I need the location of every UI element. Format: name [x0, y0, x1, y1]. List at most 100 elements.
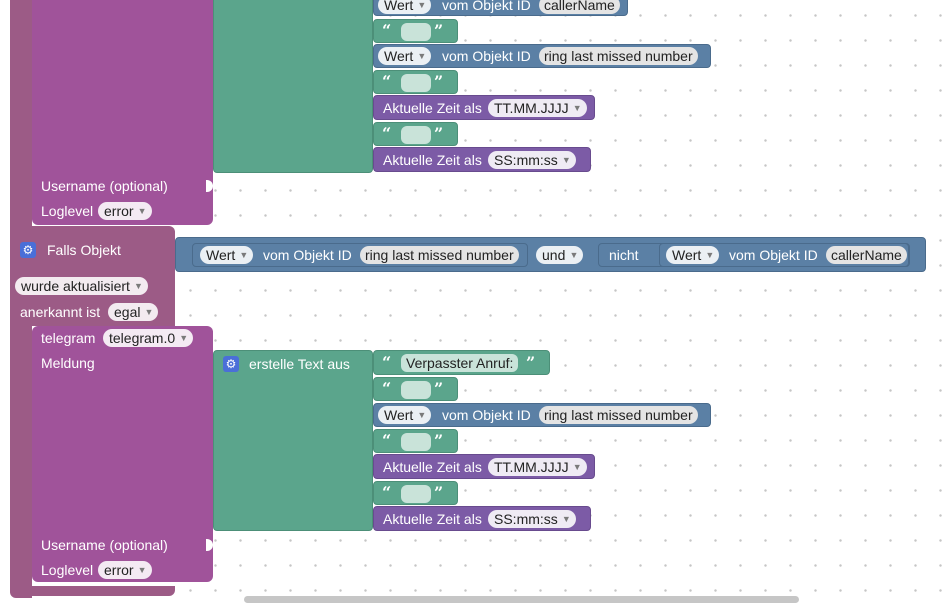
current-time-label: Aktuelle Zeit als	[383, 511, 482, 527]
dropdown-arrow-icon: ▼	[417, 0, 427, 10]
value-block[interactable]: Wert▼ vom Objekt ID callerName	[373, 0, 628, 16]
create-text-block-top[interactable]	[213, 0, 373, 173]
dropdown-arrow-icon: ▼	[561, 514, 571, 524]
value-mode-dropdown[interactable]: Wert▼	[666, 246, 720, 264]
quote-open-icon: “	[382, 483, 392, 502]
username-label: Username (optional)	[41, 537, 168, 553]
ack-label: anerkannt ist	[20, 304, 101, 320]
object-id-field[interactable]: ring last missed number	[539, 406, 698, 424]
string-field[interactable]	[401, 485, 431, 503]
string-field[interactable]	[401, 74, 431, 92]
quote-close-icon: ”	[434, 21, 444, 40]
object-id-label: vom Objekt ID	[442, 48, 531, 64]
object-id-label: vom Objekt ID	[729, 247, 818, 263]
dropdown-arrow-icon: ▼	[179, 333, 189, 343]
string-block[interactable]: “ ”	[373, 377, 458, 401]
string-block[interactable]: “ ”	[373, 70, 458, 94]
quote-open-icon: “	[382, 72, 392, 91]
current-time-block[interactable]: Aktuelle Zeit als SS:mm:ss▼	[373, 147, 591, 172]
telegram-block-top[interactable]: Username (optional) Loglevel error▼	[32, 0, 213, 225]
dropdown-arrow-icon: ▼	[569, 250, 579, 260]
value-block[interactable]: Wert▼ vom Objekt ID ring last missed num…	[373, 403, 711, 427]
dropdown-arrow-icon: ▼	[561, 155, 571, 165]
dropdown-arrow-icon: ▼	[144, 307, 154, 317]
quote-open-icon: “	[382, 124, 392, 143]
message-label: Meldung	[41, 355, 95, 371]
condition-left-value-block[interactable]: Wert▼ vom Objekt ID ring last missed num…	[192, 243, 528, 267]
quote-open-icon: “	[382, 21, 392, 40]
string-block[interactable]: “ ”	[373, 122, 458, 146]
string-block[interactable]: “ ”	[373, 481, 458, 505]
ack-dropdown[interactable]: egal▼	[108, 303, 159, 321]
object-id-field[interactable]: callerName	[826, 246, 907, 264]
current-time-block[interactable]: Aktuelle Zeit als SS:mm:ss▼	[373, 506, 591, 531]
loglevel-label: Loglevel	[41, 203, 94, 219]
event-block-bottom	[10, 586, 175, 596]
gear-icon[interactable]: ⚙	[223, 356, 239, 372]
event-type-dropdown[interactable]: wurde aktualisiert▼	[15, 277, 148, 295]
string-block[interactable]: “ ”	[373, 19, 458, 43]
gear-icon[interactable]: ⚙	[20, 242, 36, 258]
object-id-label: vom Objekt ID	[442, 0, 531, 13]
create-text-label: erstelle Text aus	[249, 356, 350, 372]
username-label: Username (optional)	[41, 178, 168, 194]
time-format-dropdown[interactable]: TT.MM.JJJJ▼	[488, 99, 587, 117]
current-time-block[interactable]: Aktuelle Zeit als TT.MM.JJJJ▼	[373, 95, 595, 120]
current-time-label: Aktuelle Zeit als	[383, 152, 482, 168]
quote-close-icon: ”	[526, 353, 536, 372]
string-field[interactable]	[401, 381, 431, 399]
time-format-dropdown[interactable]: SS:mm:ss▼	[488, 151, 576, 169]
telegram-instance-dropdown[interactable]: telegram.0▼	[103, 329, 194, 347]
string-field[interactable]	[401, 23, 431, 41]
value-block[interactable]: Wert▼ vom Objekt ID ring last missed num…	[373, 44, 711, 68]
quote-close-icon: ”	[434, 124, 444, 143]
quote-open-icon: “	[382, 353, 392, 372]
time-format-dropdown[interactable]: SS:mm:ss▼	[488, 510, 576, 528]
username-input-notch[interactable]	[206, 180, 213, 192]
logic-and-block[interactable]: Wert▼ vom Objekt ID ring last missed num…	[175, 237, 926, 272]
object-id-field[interactable]: ring last missed number	[539, 47, 698, 65]
object-id-field[interactable]: ring last missed number	[360, 246, 519, 264]
dropdown-arrow-icon: ▼	[134, 281, 143, 291]
loglevel-label: Loglevel	[41, 562, 94, 578]
dropdown-arrow-icon: ▼	[417, 410, 427, 420]
dropdown-arrow-icon: ▼	[705, 250, 715, 260]
time-format-dropdown[interactable]: TT.MM.JJJJ▼	[488, 458, 587, 476]
string-block[interactable]: “ Verpasster Anruf: ”	[373, 350, 550, 375]
string-block[interactable]: “ ”	[373, 429, 458, 453]
quote-close-icon: ”	[434, 431, 444, 450]
string-field[interactable]: Verpasster Anruf:	[401, 354, 519, 372]
current-time-block[interactable]: Aktuelle Zeit als TT.MM.JJJJ▼	[373, 454, 595, 479]
object-id-label: vom Objekt ID	[442, 407, 531, 423]
condition-right-value-block[interactable]: Wert▼ vom Objekt ID callerName	[659, 243, 909, 267]
username-input-notch[interactable]	[206, 539, 213, 551]
object-id-label: vom Objekt ID	[263, 247, 352, 263]
quote-open-icon: “	[382, 431, 392, 450]
string-field[interactable]	[401, 126, 431, 144]
dropdown-arrow-icon: ▼	[417, 51, 427, 61]
dropdown-arrow-icon: ▼	[137, 565, 147, 575]
logic-not-block[interactable]: nicht Wert▼ vom Objekt ID callerName	[598, 243, 910, 267]
telegram-label: telegram	[41, 330, 96, 346]
quote-open-icon: “	[382, 379, 392, 398]
trigger-block[interactable]: ⚙ Falls Objekt wurde aktualisiert▼ anerk…	[10, 226, 175, 326]
dropdown-arrow-icon: ▼	[572, 103, 582, 113]
value-mode-dropdown[interactable]: Wert▼	[378, 47, 432, 65]
dropdown-arrow-icon: ▼	[239, 250, 249, 260]
logic-operator-dropdown[interactable]: und▼	[536, 246, 584, 264]
loglevel-dropdown[interactable]: error▼	[98, 202, 152, 220]
horizontal-scrollbar[interactable]	[244, 596, 799, 603]
trigger-title: Falls Objekt	[47, 242, 121, 258]
telegram-block[interactable]: telegram telegram.0▼ Meldung Username (o…	[32, 326, 213, 582]
value-mode-dropdown[interactable]: Wert▼	[378, 0, 432, 14]
dropdown-arrow-icon: ▼	[137, 206, 147, 216]
value-mode-dropdown[interactable]: Wert▼	[378, 406, 432, 424]
value-mode-dropdown[interactable]: Wert▼	[200, 246, 254, 264]
dropdown-arrow-icon: ▼	[572, 462, 582, 472]
loglevel-dropdown[interactable]: error▼	[98, 561, 152, 579]
current-time-label: Aktuelle Zeit als	[383, 100, 482, 116]
create-text-block[interactable]: ⚙ erstelle Text aus	[213, 350, 373, 531]
string-field[interactable]	[401, 433, 431, 451]
object-id-field[interactable]: callerName	[539, 0, 620, 14]
not-label: nicht	[609, 247, 639, 263]
